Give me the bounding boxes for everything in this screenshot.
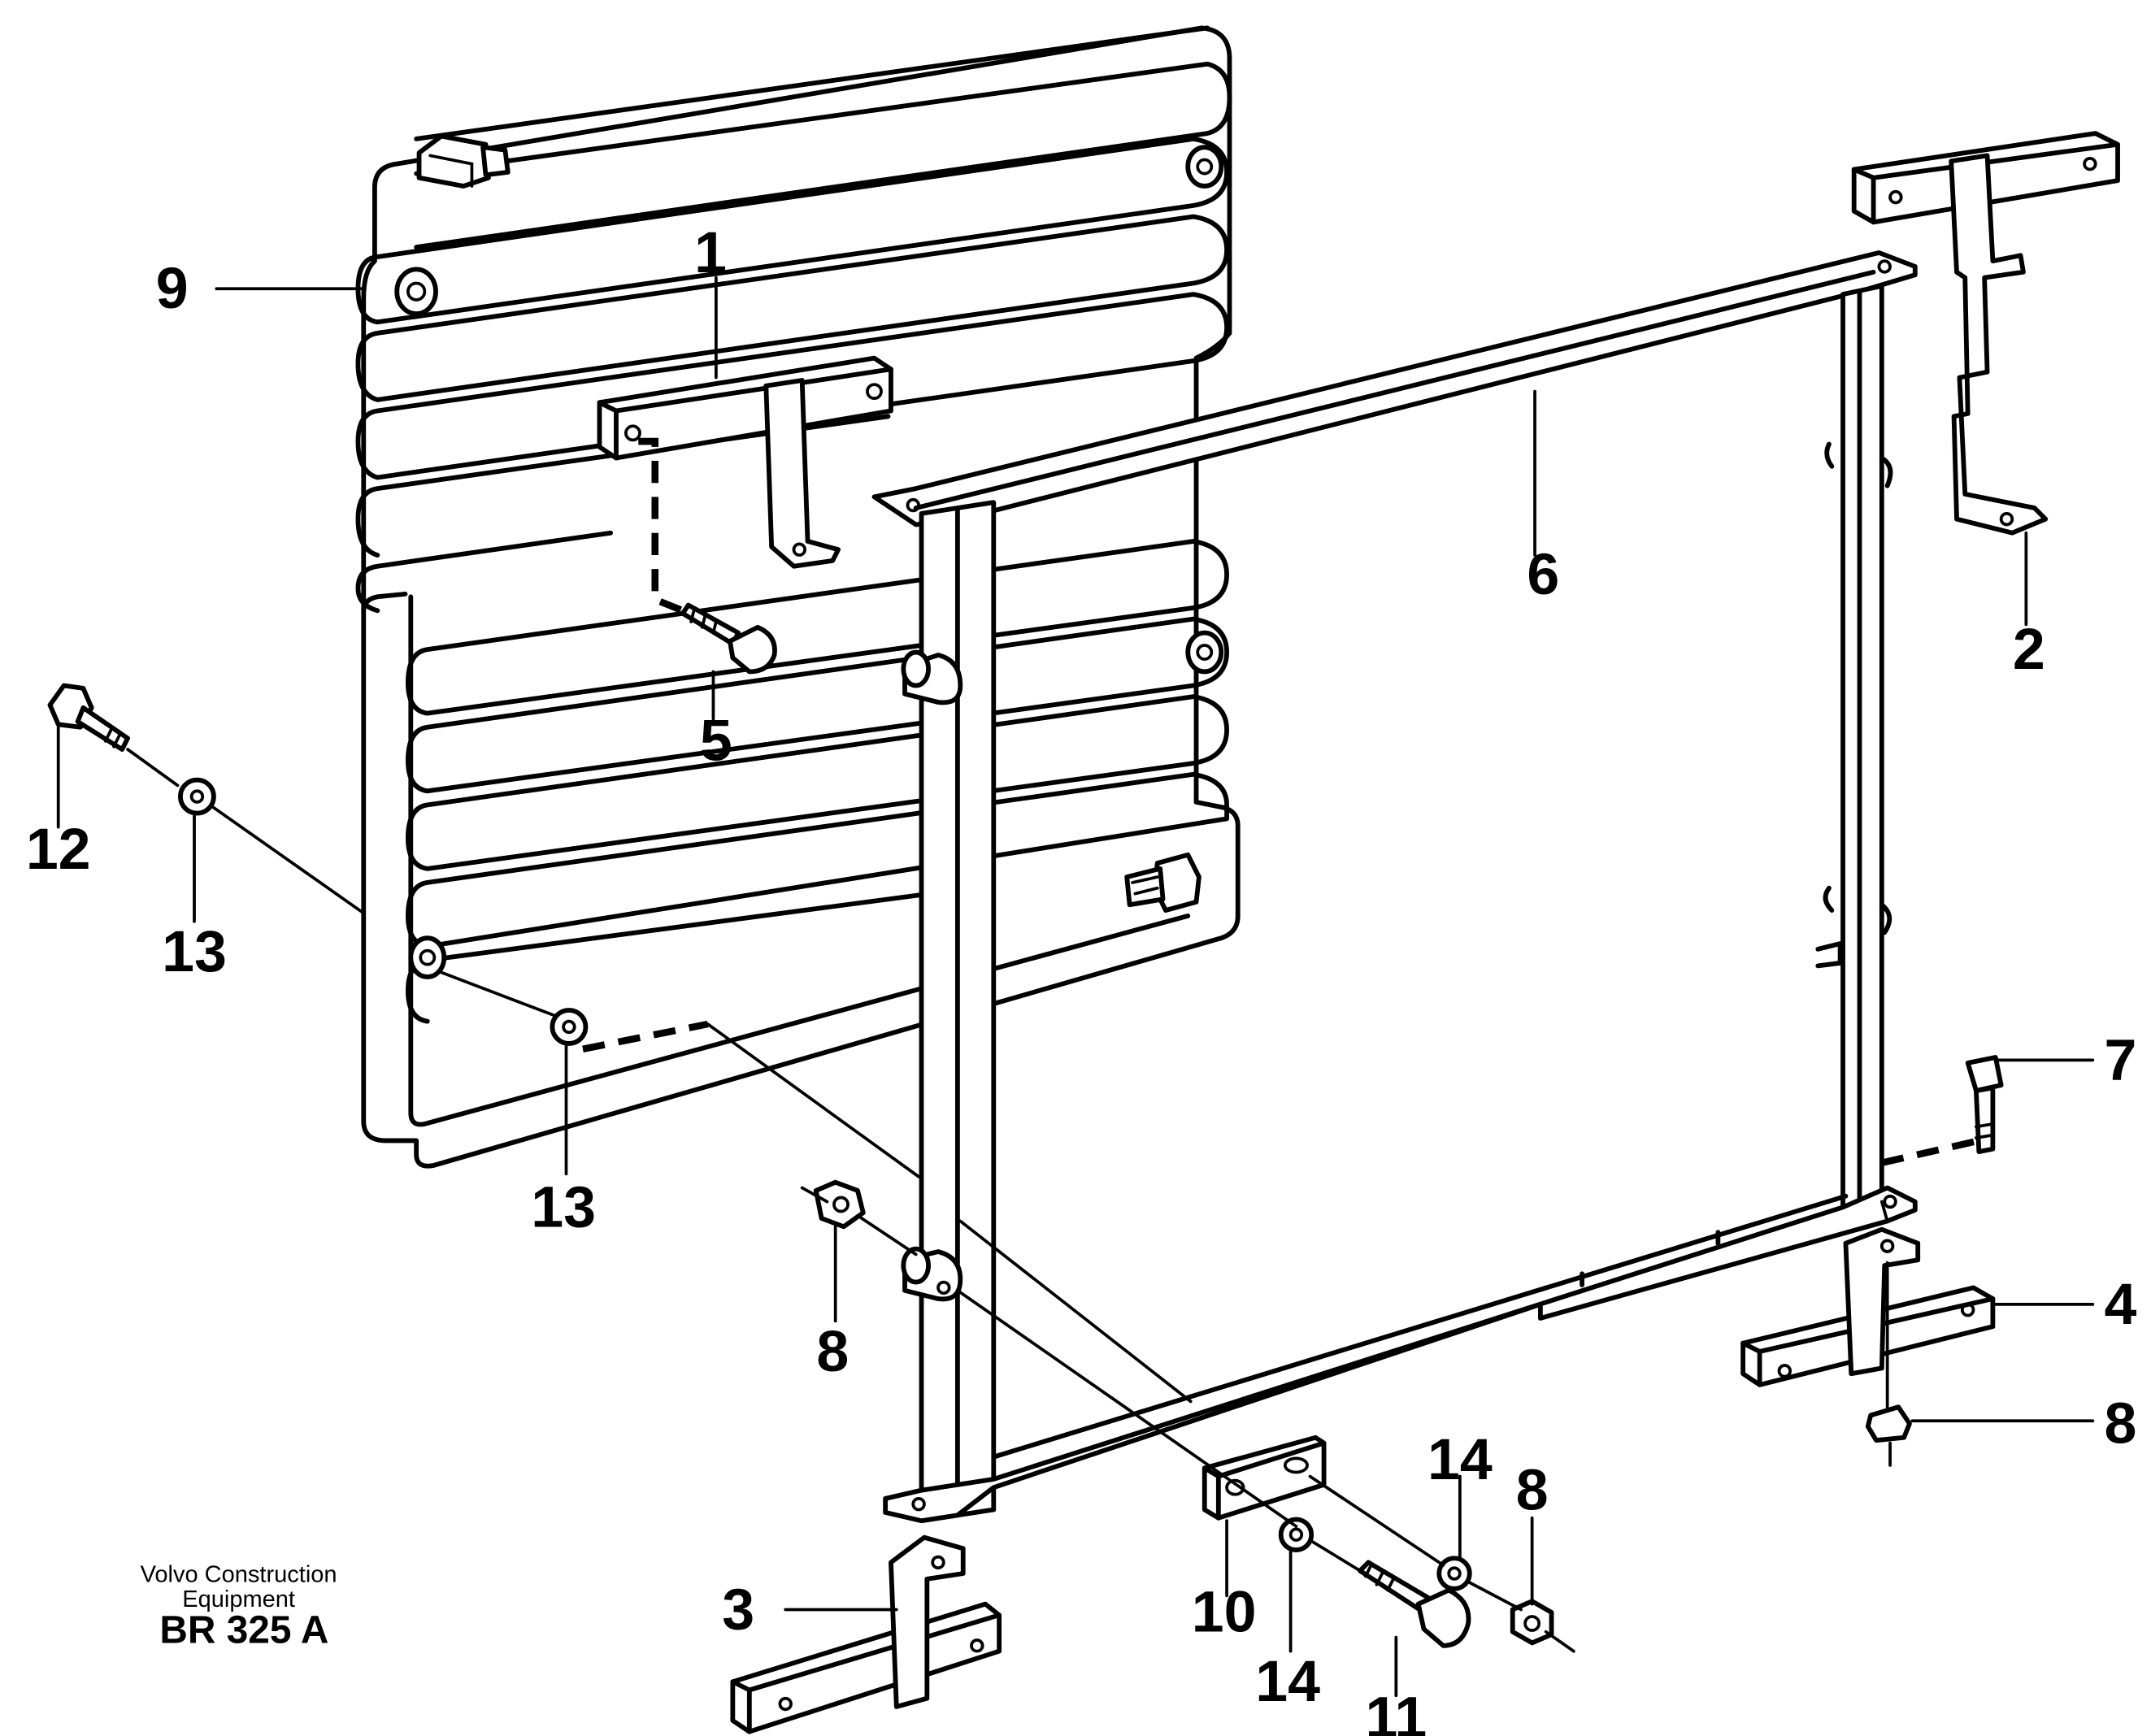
callout-8c: 8 <box>1516 1458 1549 1523</box>
assembly-lines <box>126 437 1980 1653</box>
callout-9: 9 <box>156 256 189 321</box>
mounting-frame <box>871 250 1918 1524</box>
washer-part-14b <box>1436 1556 1472 1591</box>
bracket-part-3 <box>730 1534 1002 1734</box>
nut-part-8b <box>1865 1404 1912 1443</box>
bolt-part-5 <box>680 602 777 675</box>
washer-part-13b <box>550 1008 589 1046</box>
publisher-footer: Volvo Construction Equipment BR 325 A <box>141 1561 337 1651</box>
nut-part-8a <box>813 1179 866 1230</box>
leader-lines <box>56 276 2095 1698</box>
bracket-part-1 <box>597 355 893 569</box>
footer-company-line2: Equipment <box>182 1586 295 1612</box>
top-fitting <box>416 133 511 189</box>
bottom-fitting <box>1124 852 1202 913</box>
callout-8b: 8 <box>2105 1391 2137 1456</box>
condenser-lower-frame <box>361 591 1191 1127</box>
callout-8a: 8 <box>816 1319 849 1384</box>
footer-drawing-code: BR 325 A <box>159 1608 328 1651</box>
bracket-part-2 <box>1851 131 2120 536</box>
callout-11: 11 <box>1365 1685 1427 1736</box>
bolt-part-11 <box>1358 1560 1471 1648</box>
bolt-part-7 <box>1965 1055 2004 1155</box>
callout-13a: 13 <box>162 919 227 984</box>
footer-company-line1: Volvo Construction <box>141 1561 337 1587</box>
callout-13b: 13 <box>531 1174 596 1239</box>
frame-right-post <box>1840 283 1884 1216</box>
callout-6: 6 <box>1527 542 1559 607</box>
bolt-part-12 <box>47 683 130 752</box>
callout-12: 12 <box>26 817 91 882</box>
callout-14a: 14 <box>1427 1427 1493 1492</box>
callout-4: 4 <box>2105 1272 2137 1337</box>
washer-part-14a <box>1278 1517 1314 1552</box>
callout-10: 10 <box>1192 1580 1257 1645</box>
callout-2: 2 <box>2013 617 2045 682</box>
callout-3: 3 <box>722 1577 754 1642</box>
callout-1: 1 <box>694 220 727 285</box>
condenser-core <box>355 25 1241 1169</box>
bracket-part-4 <box>1740 1226 1996 1387</box>
callout-5: 5 <box>700 709 732 774</box>
washer-part-13a <box>178 777 216 816</box>
callout-14b: 14 <box>1255 1649 1320 1714</box>
callout-7: 7 <box>2105 1027 2137 1092</box>
callout-numbers: 1 2 3 4 5 6 7 8 8 8 9 10 11 12 13 13 14 … <box>26 220 2137 1736</box>
